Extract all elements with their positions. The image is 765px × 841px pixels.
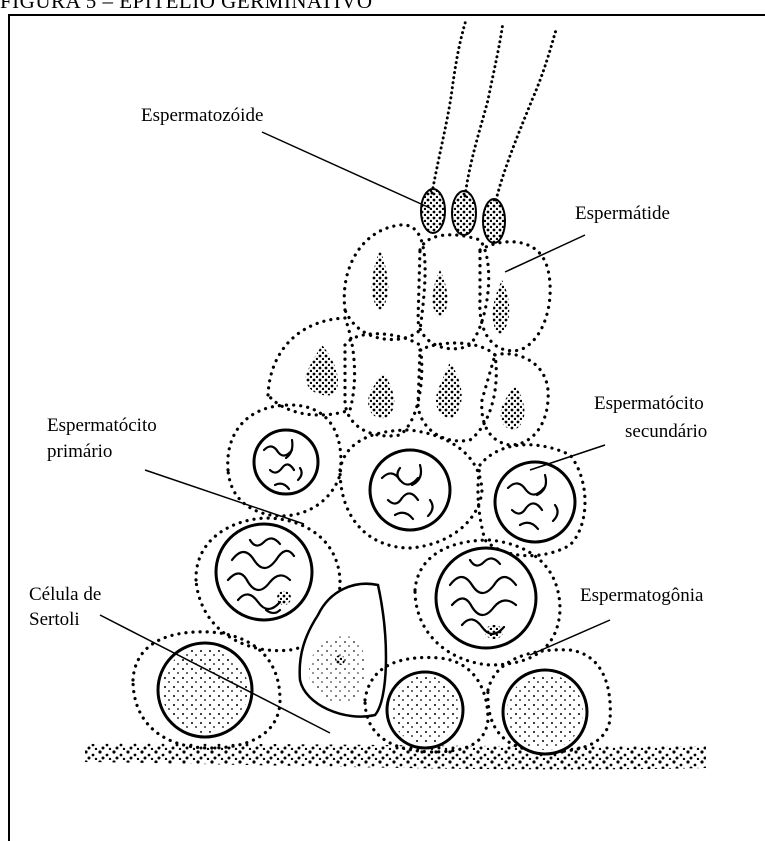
- label-espermatocito-primario-line1: Espermatócito: [47, 414, 157, 438]
- sperm-head-1: [421, 189, 445, 233]
- spermatogonia-chromatin: [507, 674, 583, 750]
- spermatid-nucleus: [501, 385, 525, 430]
- sperm-tail-1: [432, 20, 466, 193]
- sperm-head-3: [483, 199, 505, 243]
- label-espermatocito-secundario-line1: Espermatócito: [594, 392, 704, 416]
- spermatogonia-chromatin: [162, 647, 248, 733]
- spermatocyte-nucleus: [495, 462, 575, 542]
- nucleolus: [485, 625, 503, 639]
- leader-espermatocito-secundario: [530, 445, 605, 470]
- basement-membrane: [85, 744, 706, 770]
- label-espermatide: Espermátide: [575, 202, 670, 226]
- label-espermatogonia: Espermatogônia: [580, 584, 703, 608]
- sperm-tail-2: [465, 22, 503, 196]
- spermatid-nucleus: [372, 250, 389, 310]
- nucleolus: [277, 591, 291, 605]
- spermatid-nucleus: [368, 372, 394, 418]
- sertoli-nucleolus: [335, 655, 345, 665]
- label-espermatocito-secundario-line2: secundário: [625, 420, 707, 444]
- spermatid-nucleus: [306, 345, 338, 395]
- sperm-head-2: [452, 191, 476, 235]
- label-espermatocito-primario-line2: primário: [47, 440, 112, 464]
- label-celula-sertoli-line1: Célula de: [29, 583, 101, 607]
- spermatid-cell: [480, 242, 550, 351]
- spermatid-nucleus: [436, 362, 462, 418]
- label-celula-sertoli-line2: Sertoli: [29, 608, 80, 632]
- leader-espermatide: [505, 235, 585, 272]
- spermatid-cell: [418, 235, 489, 349]
- spermatid-nucleus: [493, 280, 510, 335]
- spermatid-nucleus: [433, 270, 448, 318]
- leader-espermatozoide: [262, 132, 430, 208]
- spermatocyte-nucleus: [254, 430, 318, 494]
- spermatocyte-nucleus: [370, 450, 450, 530]
- sperm-tail-3: [496, 30, 556, 200]
- spermatogonia-chromatin: [391, 676, 459, 744]
- label-espermatozoide: Espermatozóide: [141, 104, 263, 128]
- primary-spermatocyte-nucleus: [216, 524, 312, 620]
